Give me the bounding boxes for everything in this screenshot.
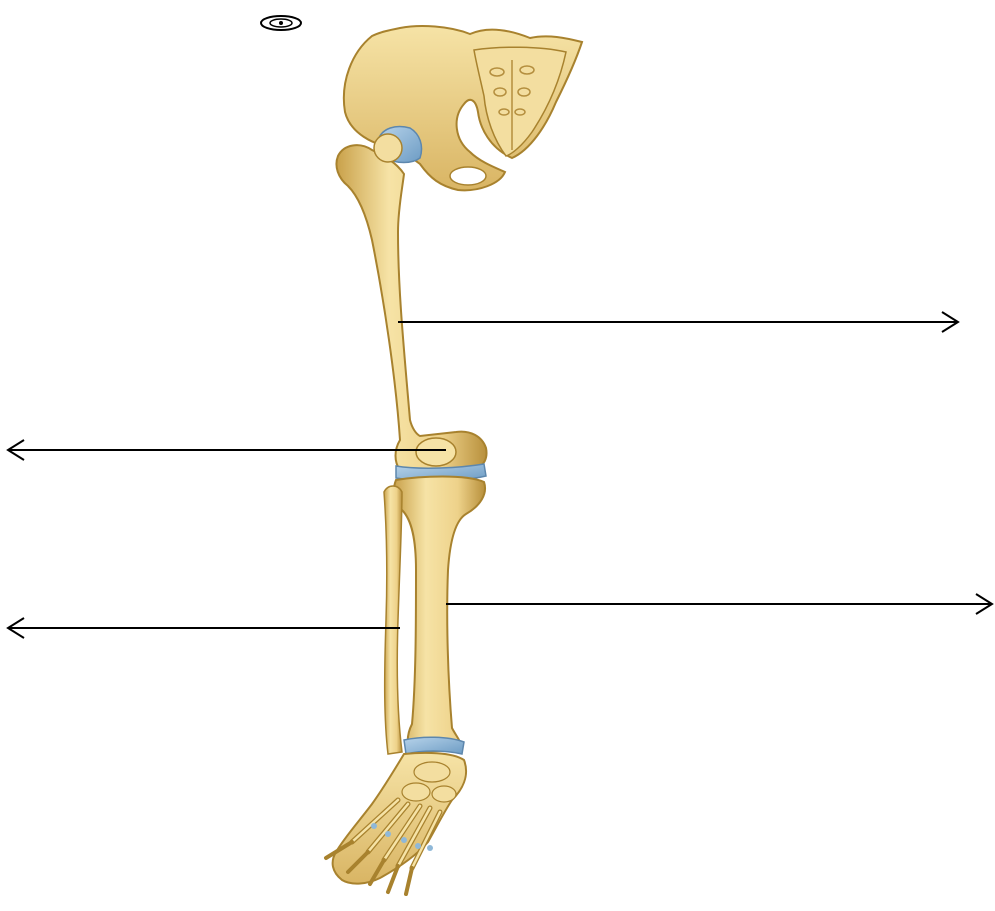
tibia-pointer-arrow — [446, 594, 992, 614]
fibula-pointer-arrow — [8, 618, 400, 638]
femur-pointer-arrow — [398, 312, 958, 332]
fibula-bone — [384, 486, 402, 754]
knee-pointer-arrow — [8, 440, 446, 460]
tibia-bone — [394, 477, 485, 753]
ankle-joint-cartilage — [404, 737, 464, 754]
foot-bones — [326, 753, 466, 894]
